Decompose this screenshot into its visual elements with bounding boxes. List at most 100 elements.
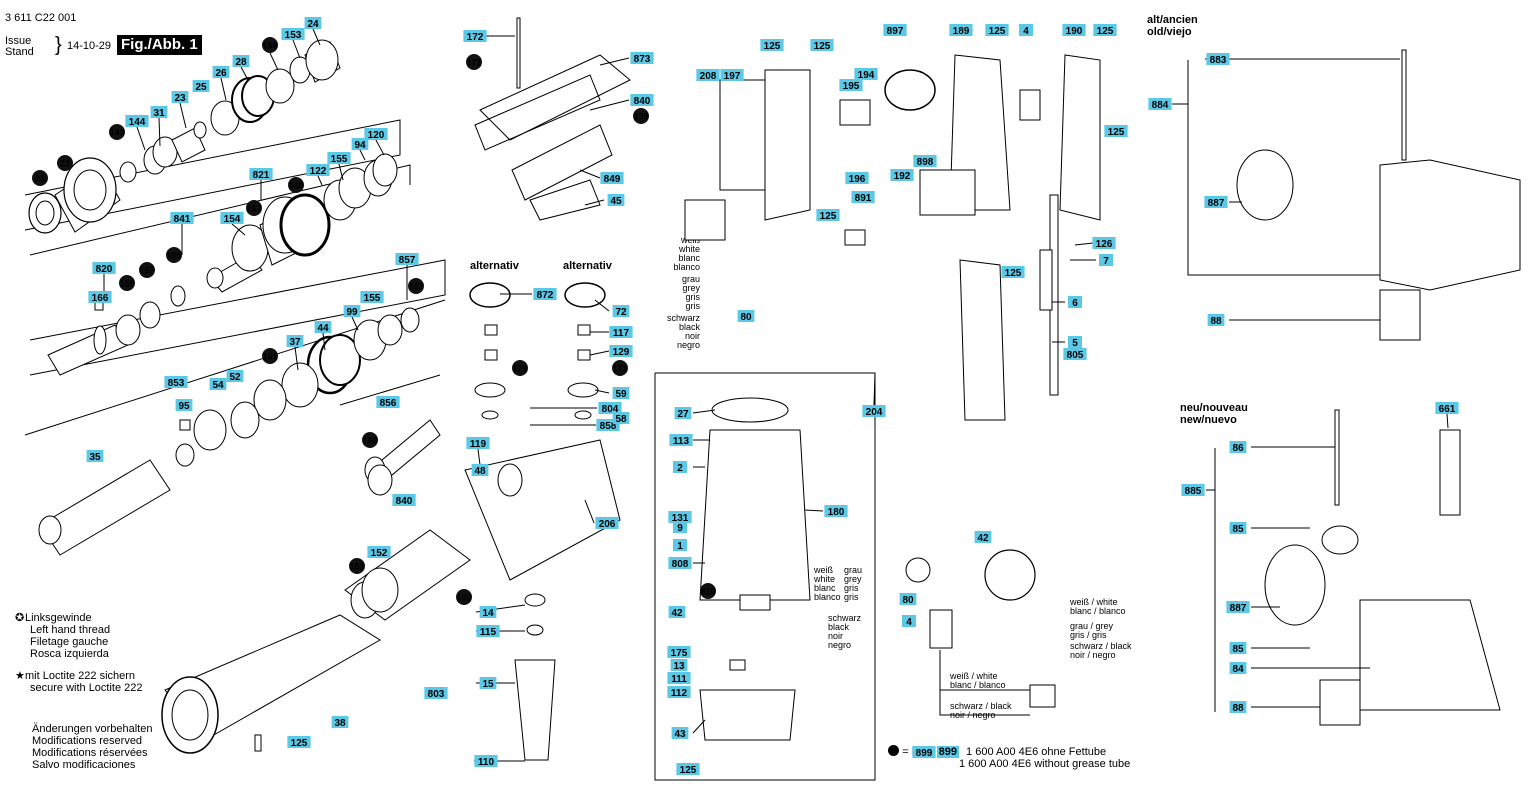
ring-152 <box>361 567 399 613</box>
callout-number-661: 661 <box>1439 404 1456 415</box>
callout-number-extra-15: 88 <box>1232 703 1244 714</box>
leader-line <box>158 117 161 147</box>
callout-number-extra-14: 85 <box>1232 644 1244 655</box>
callout-number-172: 172 <box>467 32 484 43</box>
callout-84: 84 <box>1229 662 1247 675</box>
callout-box-898 <box>913 155 937 167</box>
callout-52: 52 <box>226 370 244 383</box>
callout-number-196: 196 <box>849 174 866 185</box>
callout-number-28: 28 <box>235 57 247 68</box>
knob-88 <box>1379 289 1421 341</box>
callout-803: 803 <box>424 687 448 700</box>
callout-box-2 <box>673 461 687 473</box>
callout-badge-151 <box>349 558 365 574</box>
callout-badge-158 <box>119 275 135 291</box>
bearing-117-right <box>577 324 591 336</box>
pin-165-ring <box>206 267 224 289</box>
leader-line <box>873 372 876 406</box>
callout-number-5: 5 <box>1072 338 1078 349</box>
callout-85: 85 <box>1229 522 1247 535</box>
part-4 <box>1019 89 1041 121</box>
wire-path-1 <box>939 650 1030 691</box>
callout-number-208: 208 <box>700 71 717 82</box>
armature-15 <box>514 659 556 761</box>
callout-number-7: 7 <box>1103 256 1109 267</box>
callout-box-extra-9 <box>899 593 917 605</box>
callout-number-extra-8: 171 <box>612 364 627 374</box>
part-115 <box>526 624 544 636</box>
callout-number-821: 821 <box>253 170 270 181</box>
callout-54: 54 <box>209 378 227 391</box>
callout-box-extra-13 <box>1226 601 1250 613</box>
connector <box>1029 684 1056 708</box>
callout-badge-21 <box>32 170 48 186</box>
callout-box-48 <box>471 464 489 476</box>
callout-number-13: 13 <box>673 661 685 672</box>
star-icon: ★ <box>15 670 25 682</box>
callout-box-6 <box>1068 296 1082 308</box>
callout-box-95 <box>175 399 193 411</box>
callout-58: 58 <box>612 412 630 425</box>
callout-5: 5 <box>1068 336 1082 349</box>
threaded-rod-883 <box>1401 49 1407 161</box>
callout-box-208 <box>696 69 720 81</box>
switch-194 <box>839 99 871 126</box>
callout-number-175: 175 <box>671 648 688 659</box>
gearbox-housing <box>464 439 621 581</box>
callout-number-898: 898 <box>917 157 934 168</box>
callout-131: 131 <box>668 511 692 524</box>
callout-154: 154 <box>220 212 244 225</box>
callout-badge-168 <box>262 37 278 53</box>
callout-number-extra-16: 125 <box>680 765 697 776</box>
callout-number-26: 26 <box>215 68 227 79</box>
callout-extra-11: 4 <box>902 615 916 628</box>
callout-126: 126 <box>1092 237 1116 250</box>
callout-extra-0: 125 <box>760 39 784 52</box>
callout-box-195 <box>839 79 863 91</box>
callout-number-131: 131 <box>672 513 689 524</box>
clamp-887b <box>1264 544 1326 626</box>
callout-number-857: 857 <box>399 255 416 266</box>
callout-849: 849 <box>600 172 624 185</box>
callout-44: 44 <box>314 321 332 334</box>
striker-820-flange <box>93 325 107 355</box>
callout-box-23 <box>171 91 189 103</box>
callout-number-129: 129 <box>613 347 630 358</box>
callout-number-142: 142 <box>456 593 471 603</box>
callout-badge-161 <box>262 348 278 364</box>
callout-box-856 <box>376 396 400 408</box>
callout-box-175 <box>667 646 691 658</box>
callout-129: 129 <box>609 345 633 358</box>
callout-number-25: 25 <box>195 82 207 93</box>
switch-897 <box>884 69 936 111</box>
callout-box-144 <box>125 115 149 127</box>
callout-number-44: 44 <box>317 323 329 334</box>
callout-box-extra-15 <box>1229 701 1247 713</box>
callout-157: 157 <box>139 262 155 278</box>
callout-197: 197 <box>720 69 744 82</box>
callout-box-821 <box>249 168 273 180</box>
callout-badge-165 <box>166 247 182 263</box>
callout-box-extra-0 <box>760 39 784 51</box>
callout-box-190 <box>1062 24 1086 36</box>
callout-box-808 <box>668 557 692 569</box>
callout-box-803 <box>424 687 448 699</box>
callout-155: 155 <box>327 152 351 165</box>
callout-box-849 <box>600 172 624 184</box>
callout-6: 6 <box>1068 296 1082 309</box>
callout-badge-138 <box>633 108 649 124</box>
callout-number-24: 24 <box>307 19 319 30</box>
callout-box-180 <box>824 505 848 517</box>
callout-number-144: 144 <box>129 117 146 128</box>
callout-box-37 <box>286 335 304 347</box>
callout-165: 165 <box>166 247 182 263</box>
callout-138: 138 <box>633 108 649 124</box>
callout-number-195: 195 <box>843 81 860 92</box>
callout-box-28 <box>232 55 250 67</box>
bearing-129-left <box>484 349 498 361</box>
callout-box-885 <box>1181 484 1205 496</box>
callout-box-26 <box>212 66 230 78</box>
grease-tube-661 <box>1439 429 1461 516</box>
